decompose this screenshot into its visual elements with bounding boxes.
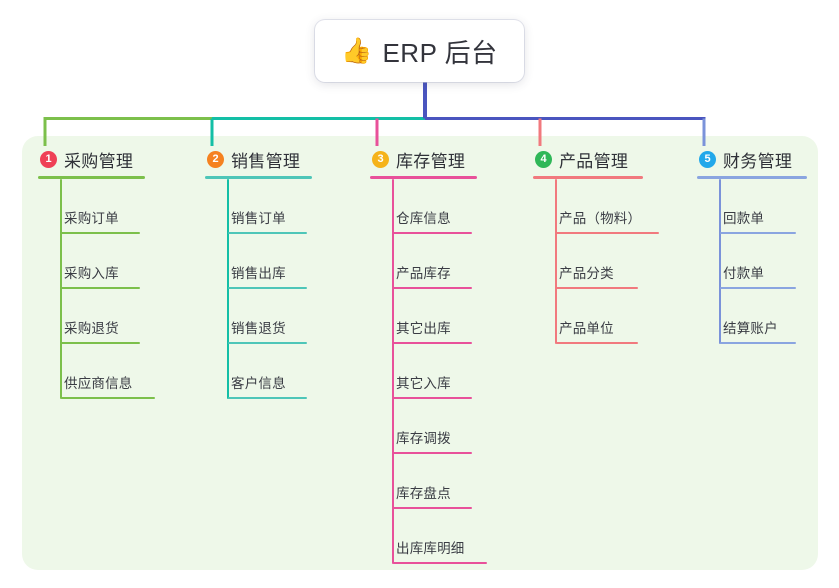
branch-item-label: 产品单位	[559, 321, 614, 336]
branch-title: 销售管理	[231, 151, 301, 171]
branch-column: 2 销售管理销售订单销售出库销售退货客户信息	[205, 146, 312, 399]
branch-item-label: 销售退货	[231, 321, 286, 336]
branch-item-label: 库存调拨	[396, 431, 451, 446]
branch-header-underline	[533, 176, 643, 179]
branch-spine	[227, 179, 229, 399]
root-node[interactable]: 👍 ERP 后台	[315, 20, 524, 82]
branch-header-5[interactable]: 5 财务管理	[697, 146, 807, 179]
branch-item-underline	[393, 342, 472, 344]
branch-item-label: 其它出库	[396, 321, 451, 336]
branch-item-label: 仓库信息	[396, 211, 451, 226]
branch-item-underline	[720, 232, 796, 234]
branch-item-underline	[61, 342, 140, 344]
branch-number-badge: 4	[535, 150, 552, 168]
branch-item-underline	[393, 397, 472, 399]
branch-item-underline	[720, 287, 796, 289]
branch-header-underline	[370, 176, 477, 179]
branch-header-3[interactable]: 3 库存管理	[370, 146, 477, 179]
branch-item-label: 产品（物料）	[559, 211, 642, 226]
branch-item-label: 采购入库	[64, 266, 119, 281]
branch-item-label: 库存盘点	[396, 486, 451, 501]
thumbs-up-icon: 👍	[341, 36, 373, 65]
branch-item-underline	[393, 232, 472, 234]
branch-item-label: 采购退货	[64, 321, 119, 336]
branch-item-label: 销售出库	[231, 266, 286, 281]
branch-item-label: 回款单	[723, 211, 765, 226]
branch-header-2[interactable]: 2 销售管理	[205, 146, 312, 179]
branch-header-4[interactable]: 4 产品管理	[533, 146, 643, 179]
branch-number-badge: 2	[207, 150, 224, 168]
branch-title: 采购管理	[64, 151, 134, 171]
branch-item-underline	[61, 287, 140, 289]
branch-item-underline	[720, 342, 796, 344]
branch-title: 财务管理	[723, 151, 793, 171]
branch-item-underline	[393, 452, 472, 454]
branch-item-underline	[228, 397, 307, 399]
branch-column: 1 采购管理采购订单采购入库采购退货供应商信息	[38, 146, 155, 399]
branch-item-label: 付款单	[723, 266, 765, 281]
branch-item-underline	[228, 232, 307, 234]
branch-number-badge: 5	[699, 150, 716, 168]
branch-item-label: 其它入库	[396, 376, 451, 391]
branch-item-underline	[393, 562, 487, 564]
branch-spine	[392, 179, 394, 564]
branch-item-label: 产品库存	[396, 266, 451, 281]
branch-item-label: 产品分类	[559, 266, 614, 281]
branch-column: 3 库存管理仓库信息产品库存其它出库其它入库库存调拨库存盘点出库库明细	[370, 146, 487, 564]
branch-number-badge: 3	[372, 150, 389, 168]
branch-item-label: 客户信息	[231, 376, 286, 391]
branch-item-underline	[393, 507, 472, 509]
branch-title: 库存管理	[396, 151, 466, 171]
branch-item-underline	[228, 287, 307, 289]
branch-item-underline	[556, 232, 659, 234]
branch-column: 4 产品管理产品（物料） 产品分类产品单位	[533, 146, 659, 344]
branch-number-badge: 1	[40, 150, 57, 168]
branch-spine	[555, 179, 557, 344]
branch-item-label: 销售订单	[231, 211, 286, 226]
branch-item-underline	[393, 287, 472, 289]
branch-header-underline	[38, 176, 145, 179]
branch-item-underline	[228, 342, 307, 344]
branch-item-underline	[61, 232, 140, 234]
branch-header-1[interactable]: 1 采购管理	[38, 146, 145, 179]
branches-panel	[22, 136, 818, 570]
root-title: ERP 后台	[382, 37, 498, 68]
branch-item-underline	[556, 287, 638, 289]
branch-header-underline	[697, 176, 807, 179]
branch-spine	[719, 179, 721, 344]
branch-column: 5 财务管理回款单付款单结算账户	[697, 146, 807, 344]
branch-item-underline	[556, 342, 638, 344]
branch-item-underline	[61, 397, 155, 399]
branch-item-label: 出库库明细	[396, 541, 465, 556]
branch-spine	[60, 179, 62, 399]
branch-item-label: 供应商信息	[64, 376, 133, 391]
branch-header-underline	[205, 176, 312, 179]
branch-title: 产品管理	[559, 151, 629, 171]
branch-item-label: 结算账户	[723, 321, 778, 336]
branch-item-label: 采购订单	[64, 211, 119, 226]
